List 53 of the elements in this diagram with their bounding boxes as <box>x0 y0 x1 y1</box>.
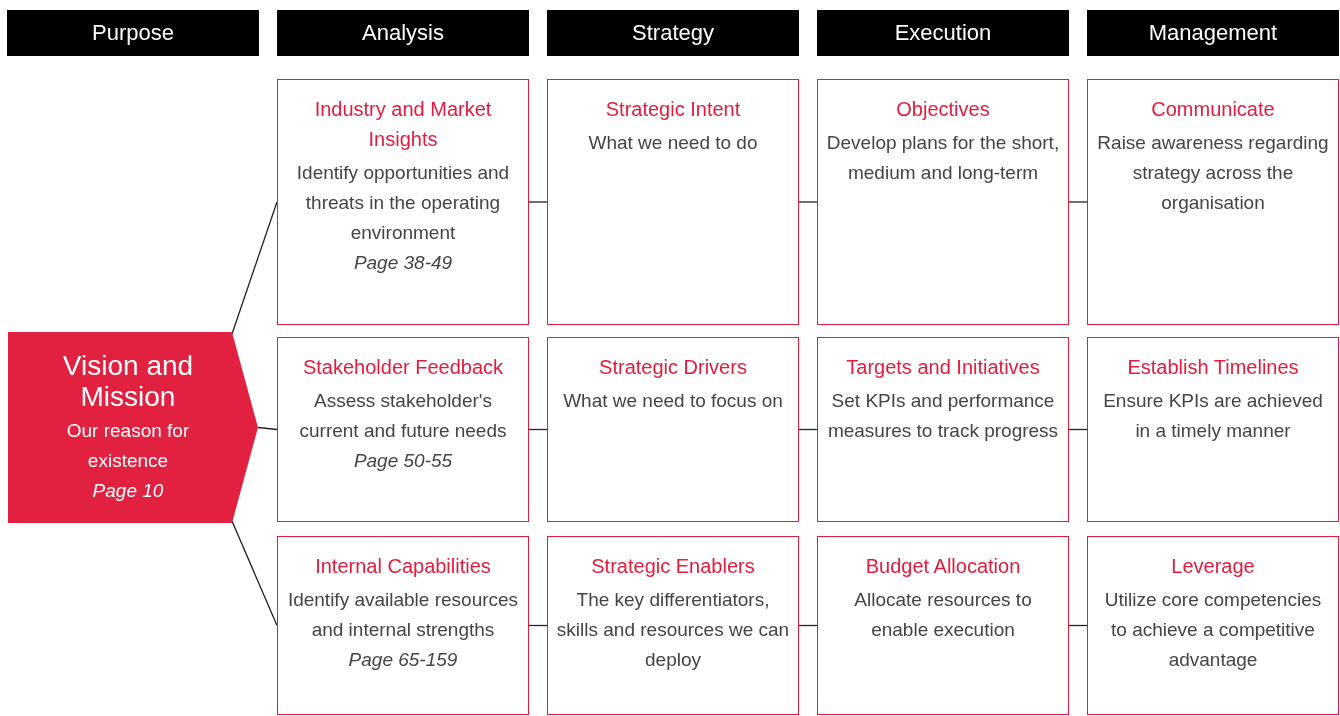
card-title: Communicate <box>1151 97 1275 122</box>
card <box>547 79 799 325</box>
page-reference: Page 10 <box>92 479 164 503</box>
card-title: Leverage <box>1171 554 1255 579</box>
card-title: Objectives <box>896 97 990 122</box>
card <box>1087 79 1339 325</box>
card-description: What we need to focus on <box>563 389 783 413</box>
card-description: Identify opportunities and threats in the operating environment <box>295 161 511 245</box>
card <box>1087 337 1339 522</box>
page-reference: Page 38-49 <box>353 251 453 275</box>
card-description: Raise awareness regarding strategy across the organisation <box>1096 131 1330 215</box>
card-description: What we need to do <box>588 131 758 155</box>
card <box>817 79 1069 325</box>
card-description: The key differentiators, skills and resources we can deploy <box>556 588 790 672</box>
vision-title: Vision and Mission <box>61 350 195 412</box>
column-header: Analysis <box>277 10 529 56</box>
card-description: Identify available resources and internal strengths <box>286 588 520 642</box>
card-description: Ensure KPIs are achieved in a timely manner <box>1102 389 1324 443</box>
connector-line <box>798 201 818 203</box>
card-title: Strategic Drivers <box>599 355 747 380</box>
card <box>817 337 1069 522</box>
card <box>277 536 529 715</box>
card-description: Allocate resources to enable execution <box>853 588 1033 642</box>
card-title: Strategic Intent <box>605 97 741 122</box>
page-reference: Page 50-55 <box>353 449 453 473</box>
card-title: Strategic Enablers <box>591 554 755 579</box>
card-title: Budget Allocation <box>865 554 1021 579</box>
card-description: Our reason for existence <box>65 419 191 473</box>
card <box>547 536 799 715</box>
card <box>817 536 1069 715</box>
card-description: Set KPIs and performance measures to track progress <box>826 389 1060 443</box>
card-description: Develop plans for the short, medium and long-term <box>826 131 1060 185</box>
card-title: Stakeholder Feedback <box>302 355 504 380</box>
card-description: Assess stakeholder's current and future needs <box>298 389 508 443</box>
card-title: Industry and Market Insights <box>313 97 493 152</box>
card-description: Utilize core competencies to achieve a competitive advantage <box>1103 588 1323 672</box>
page-reference: Page 65-159 <box>348 648 458 672</box>
connector-line <box>1068 201 1088 203</box>
card <box>277 337 529 522</box>
connector-line <box>231 201 278 335</box>
connector-line <box>257 426 278 431</box>
connector-line <box>231 520 278 627</box>
column-header: Strategy <box>547 10 799 56</box>
card <box>547 337 799 522</box>
connector-line <box>528 201 548 203</box>
card-title: Targets and Initiatives <box>846 355 1040 380</box>
column-header: Purpose <box>7 10 259 56</box>
card <box>277 79 529 325</box>
card <box>1087 536 1339 715</box>
card-title: Internal Capabilities <box>315 554 491 579</box>
column-header: Execution <box>817 10 1069 56</box>
card-title: Establish Timelines <box>1127 355 1299 380</box>
column-header: Management <box>1087 10 1339 56</box>
